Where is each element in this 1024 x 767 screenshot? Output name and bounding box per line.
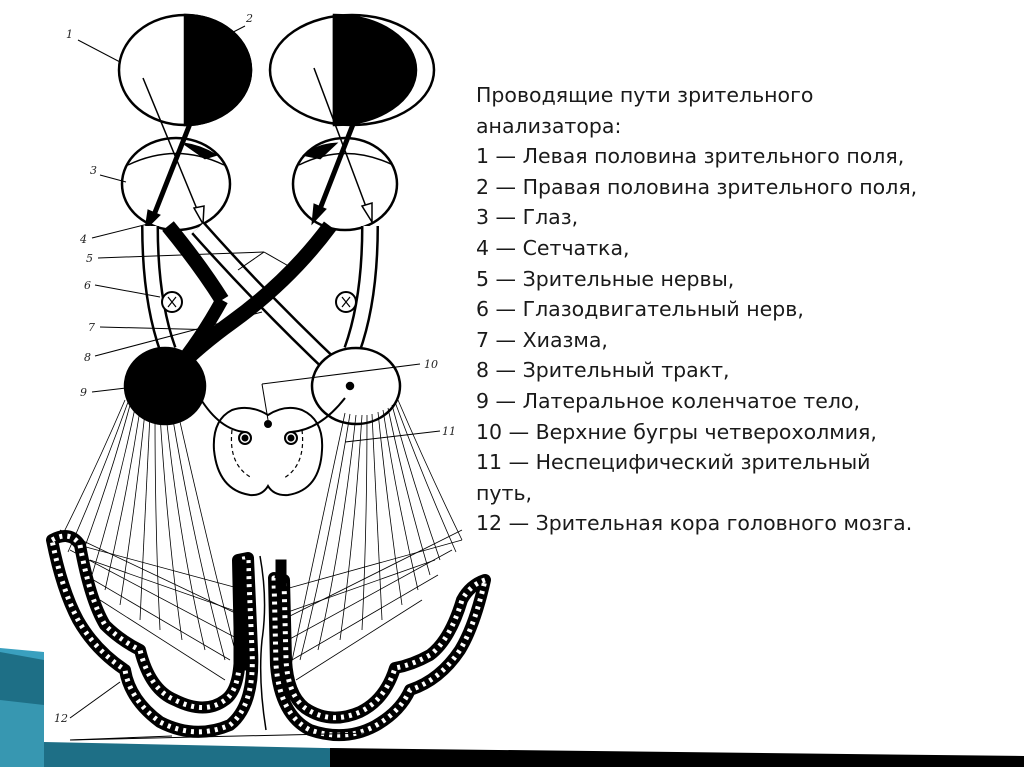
visual-cortex bbox=[46, 530, 491, 742]
label-11: 11 bbox=[442, 425, 456, 438]
legend-item-11-cont: путь, bbox=[476, 480, 533, 505]
legend-item-9: 9 — Латеральное коленчатое тело, bbox=[476, 388, 860, 413]
label-5: 5 bbox=[86, 252, 93, 265]
label-8: 8 bbox=[84, 351, 91, 364]
label-12: 12 bbox=[54, 712, 68, 725]
legend-item-11: 11 — Неспецифический зрительный bbox=[476, 450, 871, 475]
legend-item-2: 2 — Правая половина зрительного поля, bbox=[476, 174, 918, 199]
legend-item-3: 3 — Глаз, bbox=[476, 205, 579, 230]
optic-pathway bbox=[141, 221, 379, 379]
legend-item-8: 8 — Зрительный тракт, bbox=[476, 358, 730, 383]
caption-title-line-1: Проводящие пути зрительного bbox=[476, 83, 814, 107]
label-2: 2 bbox=[245, 12, 253, 25]
visual-pathway-diagram: 1 2 3 4 5 6 7 8 9 10 11 12 bbox=[46, 12, 491, 742]
legend-item-7: 7 — Хиазма, bbox=[476, 327, 608, 352]
left-visual-field bbox=[117, 13, 253, 127]
oculomotor-nerves bbox=[161, 291, 357, 313]
right-visual-field bbox=[268, 13, 436, 127]
legend-item-5: 5 — Зрительные нервы, bbox=[476, 266, 735, 291]
legend-item-10: 10 — Верхние бугры четверохолмия, bbox=[476, 419, 877, 444]
diagram-labels: 1 2 3 4 5 6 7 8 9 10 11 12 bbox=[54, 12, 456, 725]
label-3: 3 bbox=[90, 164, 97, 177]
legend-item-4: 4 — Сетчатка, bbox=[476, 235, 630, 260]
lateral-geniculate-bodies bbox=[123, 346, 402, 426]
legend-item-6: 6 — Глазодвигательный нерв, bbox=[476, 297, 804, 322]
leader-lines bbox=[69, 25, 441, 741]
label-6: 6 bbox=[84, 279, 91, 292]
diagram-caption: Проводящие пути зрительного анализатора:… bbox=[476, 80, 1016, 539]
label-10: 10 bbox=[424, 358, 438, 371]
projection-arrows bbox=[142, 67, 378, 232]
label-7: 7 bbox=[88, 321, 95, 334]
legend-item-12: 12 — Зрительная кора головного мозга. bbox=[476, 511, 913, 536]
midbrain bbox=[199, 397, 346, 497]
legend-item-1: 1 — Левая половина зрительного поля, bbox=[476, 144, 905, 169]
label-4: 4 bbox=[79, 233, 87, 246]
label-9: 9 bbox=[80, 386, 87, 399]
optic-radiations bbox=[59, 399, 463, 681]
left-eye bbox=[120, 136, 232, 232]
caption-title-line-2: анализатора: bbox=[476, 113, 622, 138]
label-1: 1 bbox=[66, 28, 73, 41]
